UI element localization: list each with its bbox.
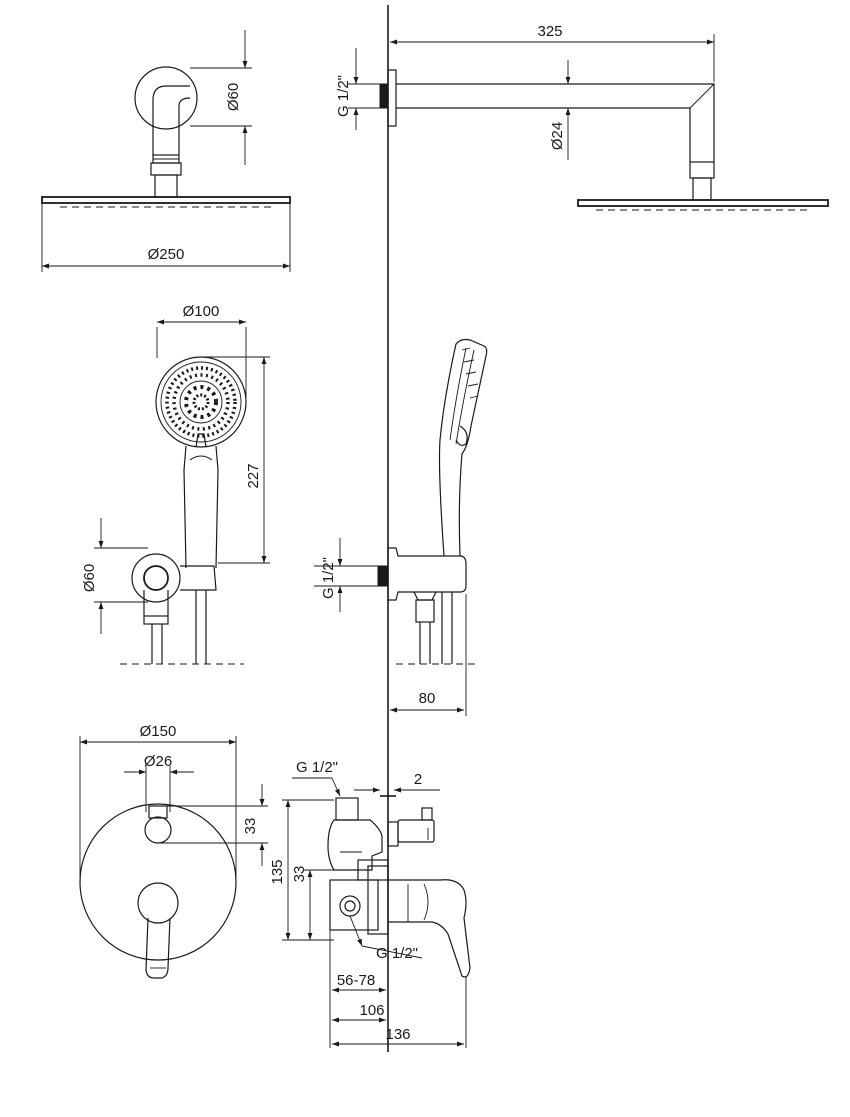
dim-install-depth: 56-78	[337, 972, 375, 989]
head-shower-side-view	[379, 69, 829, 211]
dim-wall-flange-top: Ø60	[225, 83, 242, 111]
mixer-side-view	[327, 795, 471, 978]
hand-shower-side-view	[377, 338, 488, 665]
dim-body-height: 135	[269, 859, 286, 884]
dim-holder-projection: 80	[419, 690, 436, 707]
hand-shower-front-view	[120, 356, 247, 665]
dim-body-depth: 106	[359, 1002, 384, 1019]
dim-arm-length: 325	[537, 23, 562, 40]
dim-body-inlet-offset: 33	[291, 866, 308, 883]
dim-hand-shower-diameter: Ø100	[183, 303, 220, 320]
dim-knob-diameter: Ø26	[144, 753, 172, 770]
dim-holder-thread: G 1/2"	[320, 557, 337, 599]
dim-arm-thread: G 1/2"	[335, 75, 352, 117]
head-shower-front-view	[41, 66, 291, 272]
dim-knob-offset: 33	[242, 818, 259, 835]
dim-total-depth: 136	[385, 1026, 410, 1043]
mixer-front-view	[79, 803, 237, 979]
dim-valve-thread-bottom: G 1/2"	[376, 945, 418, 962]
dim-hand-shower-length: 227	[245, 463, 262, 488]
dim-head-diameter: Ø250	[148, 246, 185, 263]
dim-arm-diameter: Ø24	[549, 122, 566, 150]
dim-holder-flange: Ø60	[81, 564, 98, 592]
dim-plate-diameter: Ø150	[140, 723, 177, 740]
dim-plate-gap: 2	[414, 771, 422, 788]
dim-valve-thread-top: G 1/2"	[296, 759, 338, 776]
